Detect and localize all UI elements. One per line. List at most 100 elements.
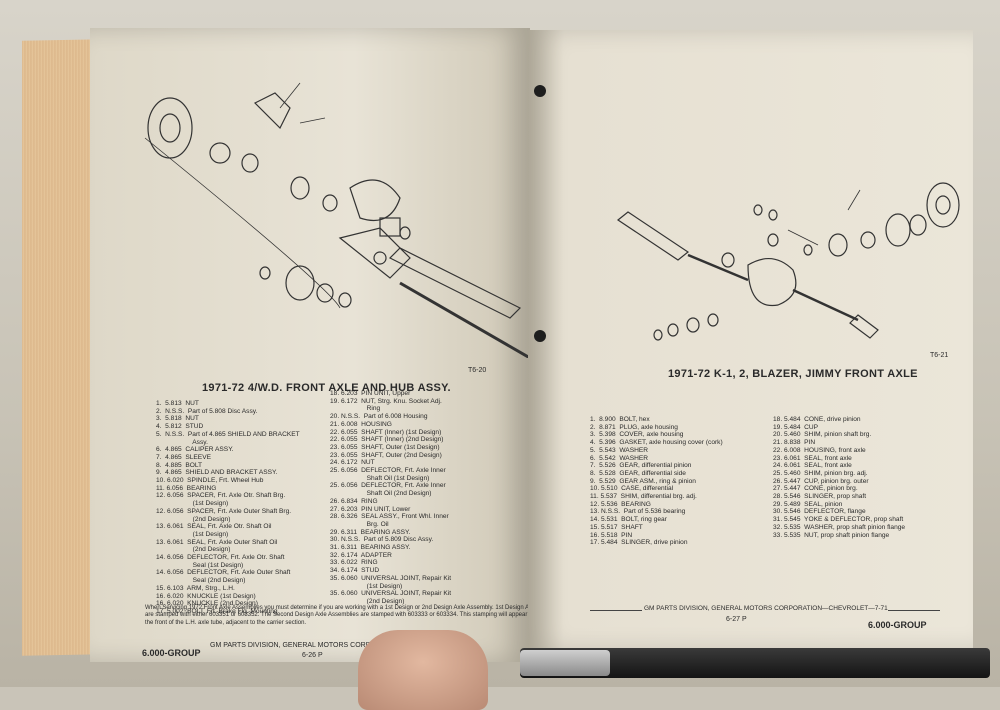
page-footer-group: 6.000-GROUP — [142, 648, 201, 658]
footer-rule-left — [590, 610, 642, 611]
parts-list-item: 20. N.S.S. Part of 6.008 Housing — [330, 413, 428, 421]
parts-list-item: 33. 5.535 NUT, prop shaft pinion flange — [773, 531, 890, 539]
parts-list-item: 32. 6.174 ADAPTER — [330, 551, 392, 559]
parts-list-item: 12. 6.056 SPACER, Frt. Axle Otr. Shaft B… — [156, 492, 286, 500]
exploded-diagram-front-axle-hub — [144, 82, 530, 358]
parts-list-item: 2. N.S.S. Part of 5.808 Disc Assy. — [156, 407, 258, 415]
parts-list-item: Brg. Oil — [330, 520, 389, 528]
binder-hole-top — [534, 85, 546, 97]
parts-list-item: 8. 5.528 GEAR, differential side — [590, 469, 686, 477]
parts-list-item: 16. 6.020 KNUCKLE (2nd Design) — [156, 600, 258, 608]
parts-list-item: 13. N.S.S. Part of 5.536 bearing — [590, 508, 686, 516]
page-number: 6-27 P — [726, 616, 747, 623]
parts-list-item: 16. 6.020 KNUCKLE (1st Design) — [156, 592, 256, 600]
parts-list-item: 6. 5.542 WASHER — [590, 454, 649, 462]
parts-list-item: 25. 6.056 DEFLECTOR, Frt. Axle Inner — [330, 467, 446, 475]
parts-list-item: 17. 5.002 BOLT, Frt. Brake Flg. Mounting — [156, 607, 278, 615]
parts-list-item: (2nd Design) — [156, 515, 231, 523]
parts-list-item: 19. 5.484 CUP — [773, 423, 819, 431]
parts-list-item: 29. 5.489 SEAL, pinion — [773, 500, 843, 508]
parts-list-item: 20. 5.460 SHIM, pinion shaft brg. — [773, 431, 872, 439]
parts-list-item: 25. 5.460 SHIM, pinion brg. adj. — [773, 469, 868, 477]
parts-list-item: 31. 5.545 YOKE & DEFLECTOR, prop shaft — [773, 516, 904, 524]
parts-list-item: 23. 6.055 SHAFT, Outer (1st Design) — [330, 443, 440, 451]
parts-list-item: 29. 6.311 BEARING ASSY. — [330, 528, 411, 536]
parts-list-item: 35. 6.060 UNIVERSAL JOINT, Repair Kit — [330, 590, 452, 598]
page-footer-text: GM PARTS DIVISION, GENERAL MOTORS CORPOR… — [644, 605, 888, 612]
parts-list-item: 9. 5.529 GEAR ASM., ring & pinion — [590, 477, 696, 485]
parts-list-item: 30. N.S.S. Part of 5.809 Disc Assy. — [330, 536, 434, 544]
right-page: T6-21 1971-72 K-1, 2, BLAZER, JIMMY FRON… — [528, 30, 973, 650]
parts-list-item: 22. 6.055 SHAFT (Inner) (1st Design) — [330, 428, 442, 436]
parts-list-item: 28. 5.546 SLINGER, prop shaft — [773, 493, 867, 501]
parts-list-item: 3. 5.398 COVER, axle housing — [590, 431, 684, 439]
parts-list-item: 27. 5.447 CONE, pinion brg. — [773, 485, 858, 493]
parts-list-item: 13. 6.061 SEAL, Frt. Axle Otr. Shaft Oil — [156, 523, 272, 531]
parts-list-item: 30. 5.546 DEFLECTOR, flange — [773, 508, 866, 516]
parts-list-item: Assy. — [156, 438, 208, 446]
parts-list-item: Seal (2nd Design) — [156, 577, 246, 585]
parts-list-item: 15. 5.517 SHAFT — [590, 523, 643, 531]
parts-list-item: 34. 6.174 STUD — [330, 567, 380, 575]
parts-list-item: 7. 5.526 GEAR, differential pinion — [590, 462, 692, 470]
parts-list-item: 26. 6.834 RING — [330, 497, 378, 505]
page-footer-group: 6.000-GROUP — [868, 620, 927, 630]
parts-list-item: 25. 6.056 DEFLECTOR, Frt. Axle Inner — [330, 482, 446, 490]
binder-hole-bottom — [534, 330, 546, 342]
parts-list-item: 19. 6.172 NUT, Strg. Knu. Socket Adj. — [330, 397, 442, 405]
parts-list-item: Shaft Oil (2nd Design) — [330, 490, 432, 498]
left-page: T6-20 1971-72 4/W.D. FRONT AXLE AND HUB … — [90, 28, 540, 662]
parts-list-item: 13. 6.061 SEAL, Frt. Axle Outer Shaft Oi… — [156, 538, 278, 546]
parts-list-item: Shaft Oil (1st Design) — [330, 474, 430, 482]
parts-list-item: 21. 6.008 HOUSING — [330, 420, 392, 428]
parts-list-item: 10. 6.020 SPINDLE, Frt. Wheel Hub — [156, 477, 264, 485]
parts-list-item: Seal (1st Design) — [156, 561, 244, 569]
page-footer-text: GM PARTS DIVISION, GENERAL MOTORS CORPOR… — [210, 642, 459, 649]
parts-list-item: 5. 5.543 WASHER — [590, 446, 649, 454]
parts-list-item: 24. 6.061 SEAL, front axle — [773, 462, 852, 470]
exploded-diagram-front-axle — [616, 182, 960, 341]
parts-list-item: 21. 8.838 PIN — [773, 439, 816, 447]
parts-list-item: 1. 5.813 NUT — [156, 400, 199, 407]
parts-list-item: 28. 6.326 SEAL ASSY., Front Whl. Inner — [330, 513, 449, 521]
parts-list-item: (1st Design) — [156, 500, 229, 508]
parts-list-item: 32. 5.535 WASHER, prop shaft pinion flan… — [773, 523, 906, 531]
parts-list-item: 14. 6.056 DEFLECTOR, Frt. Axle Otr. Shaf… — [156, 554, 285, 562]
page-title: 1971-72 K-1, 2, BLAZER, JIMMY FRONT AXLE — [668, 368, 918, 380]
parts-list-item: (1st Design) — [156, 530, 229, 538]
footer-group-label: 6.000-GROUP — [868, 620, 927, 630]
parts-list-item: 18. 5.484 CONE, drive pinion — [773, 416, 861, 423]
parts-list-item: 6. 4.865 CALIPER ASSY. — [156, 446, 234, 454]
parts-list-item: 23. 6.055 SHAFT, Outer (2nd Design) — [330, 451, 442, 459]
parts-list-item: 31. 6.311 BEARING ASSY. — [330, 544, 411, 552]
parts-list-item: 12. 6.056 SPACER, Frt. Axle Outer Shaft … — [156, 507, 292, 515]
pen-cap — [520, 650, 610, 676]
parts-list-item: 10. 5.510 CASE, differential — [590, 485, 674, 493]
finger-holding-page — [358, 630, 488, 710]
parts-list-item: 11. 6.056 BEARING — [156, 484, 217, 492]
service-note: When Servicing 1972 Front Axle Assemblie… — [145, 605, 540, 626]
parts-list-item: 17. 5.484 SLINGER, drive pinion — [590, 539, 688, 547]
parts-list-item: 8. 4.885 BOLT — [156, 461, 203, 469]
parts-list-item: (2nd Design) — [330, 597, 405, 605]
parts-list-item: 18. 6.203 PIN UNIT, Upper — [330, 390, 411, 397]
page-title: 1971-72 4/W.D. FRONT AXLE AND HUB ASSY. — [202, 382, 451, 394]
parts-list-item: 22. 6.008 HOUSING, front axle — [773, 446, 866, 454]
footer-rule-right — [888, 610, 940, 611]
parts-list-item: 11. 5.537 SHIM, differential brg. adj. — [590, 493, 697, 501]
parts-list-item: 7. 4.865 SLEEVE — [156, 453, 211, 461]
parts-list-item: 22. 6.055 SHAFT (Inner) (2nd Design) — [330, 436, 444, 444]
parts-list-item: 9. 4.865 SHIELD AND BRACKET ASSY. — [156, 469, 278, 477]
parts-list-item: 14. 5.531 BOLT, ring gear — [590, 516, 667, 524]
parts-list-item: 16. 5.518 PIN — [590, 531, 633, 539]
parts-list-item: 1. 8.900 BOLT, hex — [590, 416, 650, 423]
parts-list-item: 35. 6.060 UNIVERSAL JOINT, Repair Kit — [330, 574, 452, 582]
parts-list-item: 5. N.S.S. Part of 4.865 SHIELD AND BRACK… — [156, 430, 300, 438]
parts-list-item: Ring — [330, 405, 381, 413]
parts-list-item: 27. 6.203 PIN UNIT, Lower — [330, 505, 411, 513]
figure-number: T6-21 — [930, 352, 949, 359]
